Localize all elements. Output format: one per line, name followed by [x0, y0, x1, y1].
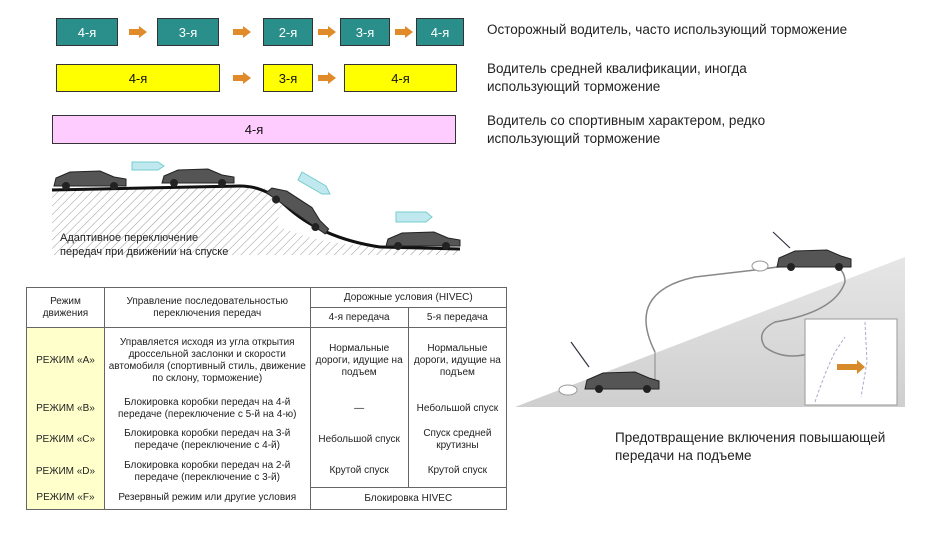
control-cell: Блокировка коробки передач на 2-й переда…: [103, 455, 311, 488]
car-icon: [161, 168, 235, 187]
orange-arrow-icon: [837, 360, 865, 374]
winding-road-outline: [645, 261, 846, 357]
table-row: РЕЖИМ «B» Блокировка коробки передач на …: [26, 393, 508, 424]
hill-ground-hatch: [52, 186, 285, 255]
gear5-cell: Крутой спуск: [407, 455, 508, 488]
car-icon: [265, 187, 330, 235]
header-road: Дорожные условия (HIVEC): [309, 287, 508, 308]
control-cell: Блокировка коробки передач на 3-й переда…: [103, 423, 311, 456]
downhill-illustration: [51, 161, 461, 255]
uphill-caption: Предотвращение включения повышающей пере…: [615, 430, 886, 463]
gear5-cell: Небольшой спуск: [407, 393, 508, 424]
arrow-right-icon: [395, 26, 413, 38]
merged-cell: Блокировка HIVEC: [309, 487, 508, 510]
gear-box: 2-я: [263, 18, 313, 46]
mode-cell: РЕЖИМ «B»: [26, 393, 105, 424]
pointer-arrow-icon: [772, 231, 791, 249]
arrow-right-icon: [318, 72, 336, 84]
motion-arrow-icon: [131, 161, 165, 171]
motion-arrow-icon: [297, 171, 331, 195]
arrow-right-icon: [233, 26, 251, 38]
arrow-right-icon: [233, 72, 251, 84]
gear4-cell: Нормальные дороги, идущие на подъем: [309, 327, 409, 394]
header-mode: Режим движения: [26, 287, 105, 328]
gear-box: 3-я: [263, 64, 313, 92]
exhaust-cloud-icon: [558, 384, 578, 396]
control-cell: Блокировка коробки передач на 4-й переда…: [103, 393, 311, 424]
header-control: Управление последовательностью переключе…: [103, 287, 311, 328]
arrow-right-icon: [318, 26, 336, 38]
gear4-cell: Крутой спуск: [309, 455, 409, 488]
mode-cell: РЕЖИМ «A»: [26, 327, 105, 394]
header-gear4: 4-я передача: [309, 307, 409, 328]
gear-box: 4-я: [344, 64, 457, 92]
header-gear5: 5-я передача: [407, 307, 508, 328]
mode-cell: РЕЖИМ «F»: [26, 487, 105, 510]
gear-box: 3-я: [157, 18, 219, 46]
car-icon: [584, 371, 660, 393]
mode-cell: РЕЖИМ «C»: [26, 423, 105, 456]
downhill-caption: Адаптивное переключение передач при движ…: [60, 232, 229, 258]
uphill-illustration: [515, 231, 905, 407]
pointer-arrow-icon: [570, 341, 590, 368]
table-row: РЕЖИМ «A» Управляется исходя из угла отк…: [26, 327, 508, 394]
table-row: РЕЖИМ «F» Резервный режим или другие усл…: [26, 487, 508, 510]
car-icon: [776, 249, 852, 271]
arrow-right-icon: [129, 26, 147, 38]
gear-box: 3-я: [340, 18, 390, 46]
motion-arrow-icon: [395, 211, 433, 223]
car-icon: [385, 231, 461, 250]
car-icon: [53, 170, 127, 190]
driver-description: Осторожный водитель, часто использующий …: [487, 22, 848, 37]
table-row: РЕЖИМ «C» Блокировка коробки передач на …: [26, 423, 508, 456]
gear5-cell: Нормальные дороги, идущие на подъем: [407, 327, 508, 394]
gear-box: 4-я: [416, 18, 464, 46]
driving-modes-table: Режим движения Управление последовательн…: [26, 287, 508, 510]
exhaust-cloud-icon: [751, 260, 769, 272]
control-cell: Резервный режим или другие условия: [103, 487, 311, 510]
driver-description: Водитель со спортивным характером, редко…: [487, 113, 766, 146]
gear4-cell: Небольшой спуск: [309, 423, 409, 456]
gear4-cell: —: [309, 393, 409, 424]
gear5-cell: Спуск средней крутизны: [407, 423, 508, 456]
gear-box: 4-я: [56, 18, 118, 46]
mode-cell: РЕЖИМ «D»: [26, 455, 105, 488]
gear-box: 4-я: [56, 64, 220, 92]
gear-box: 4-я: [52, 115, 456, 144]
control-cell: Управляется исходя из угла открытия дрос…: [103, 327, 311, 394]
driver-description: Водитель средней квалификации, иногда ис…: [487, 61, 747, 94]
inset-road-line: [860, 321, 868, 398]
inset-frame: [804, 318, 898, 406]
table-row: РЕЖИМ «D» Блокировка коробки передач на …: [26, 455, 508, 488]
inset-road-line: [814, 336, 846, 403]
